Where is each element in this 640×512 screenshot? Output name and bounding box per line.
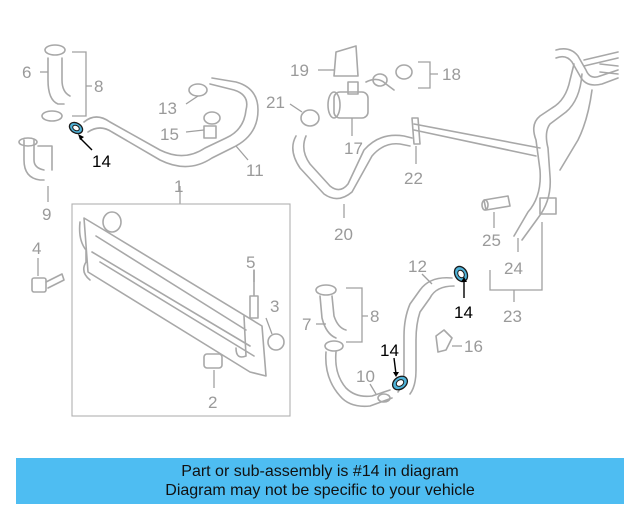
clamp-14-bottom [391, 357, 409, 391]
label-14-right: 14 [454, 303, 473, 322]
label-15: 15 [160, 125, 179, 144]
label-21: 21 [266, 93, 285, 112]
tube-assembly-23 [413, 48, 619, 302]
label-9: 9 [42, 205, 51, 224]
label-24: 24 [504, 259, 523, 278]
fitting-16 [435, 329, 462, 353]
label-13: 13 [158, 99, 177, 118]
clamp-14-top-left [68, 121, 93, 151]
label-20: 20 [334, 225, 353, 244]
label-25: 25 [482, 231, 501, 250]
label-3: 3 [270, 297, 279, 316]
label-18: 18 [442, 65, 461, 84]
label-23: 23 [503, 307, 522, 326]
bolt-4 [31, 258, 65, 293]
label-1: 1 [174, 177, 183, 196]
clamp-14-right [453, 265, 469, 298]
pipe-22 [411, 117, 421, 164]
hose-10 [324, 351, 393, 408]
label-14-bottom: 14 [380, 341, 399, 360]
label-4: 4 [32, 239, 41, 258]
label-22: 22 [404, 169, 423, 188]
hose-20 [292, 134, 413, 218]
bracket-19 [318, 45, 359, 77]
hose-9 [18, 137, 53, 202]
label-10: 10 [356, 367, 375, 386]
label-8-top: 8 [94, 77, 103, 96]
info-banner: Part or sub-assembly is #14 in diagram D… [16, 458, 624, 504]
banner-line-1: Part or sub-assembly is #14 in diagram [181, 463, 459, 480]
hose-11 [83, 77, 259, 168]
parts-diagram: 6 8 14 9 13 15 11 [18, 44, 619, 417]
label-16: 16 [464, 337, 483, 356]
banner-line-2: Diagram may not be specific to your vehi… [165, 482, 475, 499]
label-12: 12 [408, 257, 427, 276]
cooler-assembly-1 [71, 186, 291, 417]
hose-6-assembly [40, 44, 92, 122]
hose-7-assembly [315, 284, 368, 352]
label-17: 17 [344, 139, 363, 158]
valve-17 [327, 61, 438, 136]
hose-12 [397, 273, 455, 395]
label-2: 2 [208, 393, 217, 412]
sleeve-25 [481, 195, 511, 228]
clamp-21 [289, 103, 320, 127]
label-7: 7 [302, 315, 311, 334]
label-14-top-left: 14 [92, 152, 111, 171]
label-8-bottom: 8 [370, 307, 379, 326]
label-19: 19 [290, 61, 309, 80]
label-5: 5 [246, 253, 255, 272]
label-11: 11 [246, 161, 264, 180]
label-6: 6 [22, 63, 31, 82]
